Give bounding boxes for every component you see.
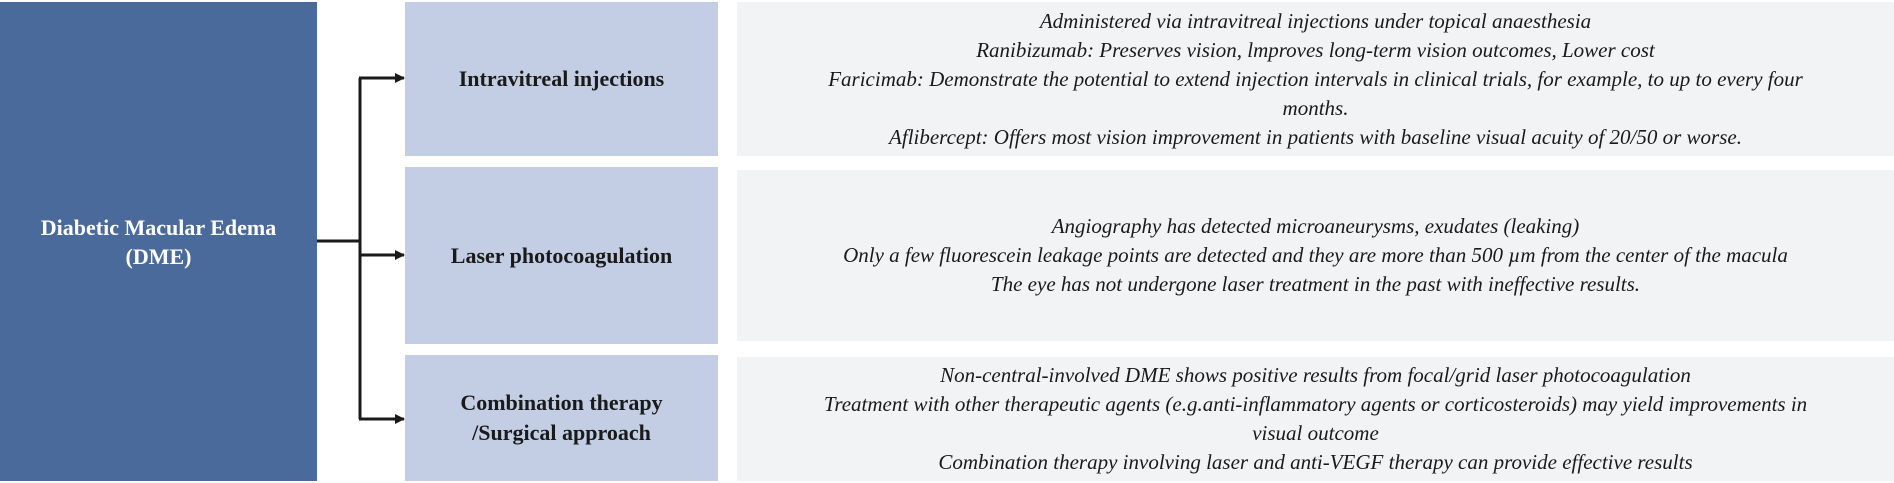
branch-laser-photocoagulation: Laser photocoagulation — [405, 167, 718, 344]
detail-line: Faricimab: Demonstrate the potential to … — [828, 66, 1803, 120]
detail-line: Treatment with other therapeutic agents … — [823, 392, 1808, 445]
branch-label: Laser photocoagulation — [450, 242, 673, 268]
detail-line: Combination therapy involving laser and … — [938, 450, 1693, 474]
detail-line: Administered via intravitreal injections… — [1039, 8, 1592, 33]
branch-intravitreal-injections: Intravitreal injections — [405, 2, 718, 156]
branch-label: Intravitreal injections — [458, 66, 665, 91]
root-node-dme: Diabetic Macular Edema (DME) — [0, 2, 317, 481]
detail-intravitreal-injections: Administered via intravitreal injections… — [737, 2, 1894, 156]
branch-label-line2: /Surgical approach — [472, 420, 651, 445]
root-label-line1: Diabetic Macular Edema — [40, 214, 277, 240]
detail-line: Angiography has detected microaneurysms,… — [1051, 214, 1580, 238]
detail-line: The eye has not undergone laser treatmen… — [990, 272, 1641, 296]
detail-combination-therapy: Non-central-involved DME shows positive … — [737, 357, 1894, 481]
branch-combination-therapy: Combination therapy /Surgical approach — [405, 355, 718, 481]
detail-line: Only a few fluorescein leakage points ar… — [843, 243, 1788, 267]
detail-laser-photocoagulation: Angiography has detected microaneurysms,… — [737, 170, 1894, 341]
detail-line: Ranibizumab: Preserves vision, lmproves … — [976, 37, 1655, 62]
detail-line: Aflibercept: Offers most vision improvem… — [889, 124, 1742, 149]
branch-label-line1: Combination therapy — [460, 390, 663, 415]
root-node-label: Diabetic Macular Edema (DME) — [29, 213, 288, 271]
detail-line: Non-central-involved DME shows positive … — [940, 363, 1691, 387]
root-label-line2: (DME) — [125, 243, 192, 269]
